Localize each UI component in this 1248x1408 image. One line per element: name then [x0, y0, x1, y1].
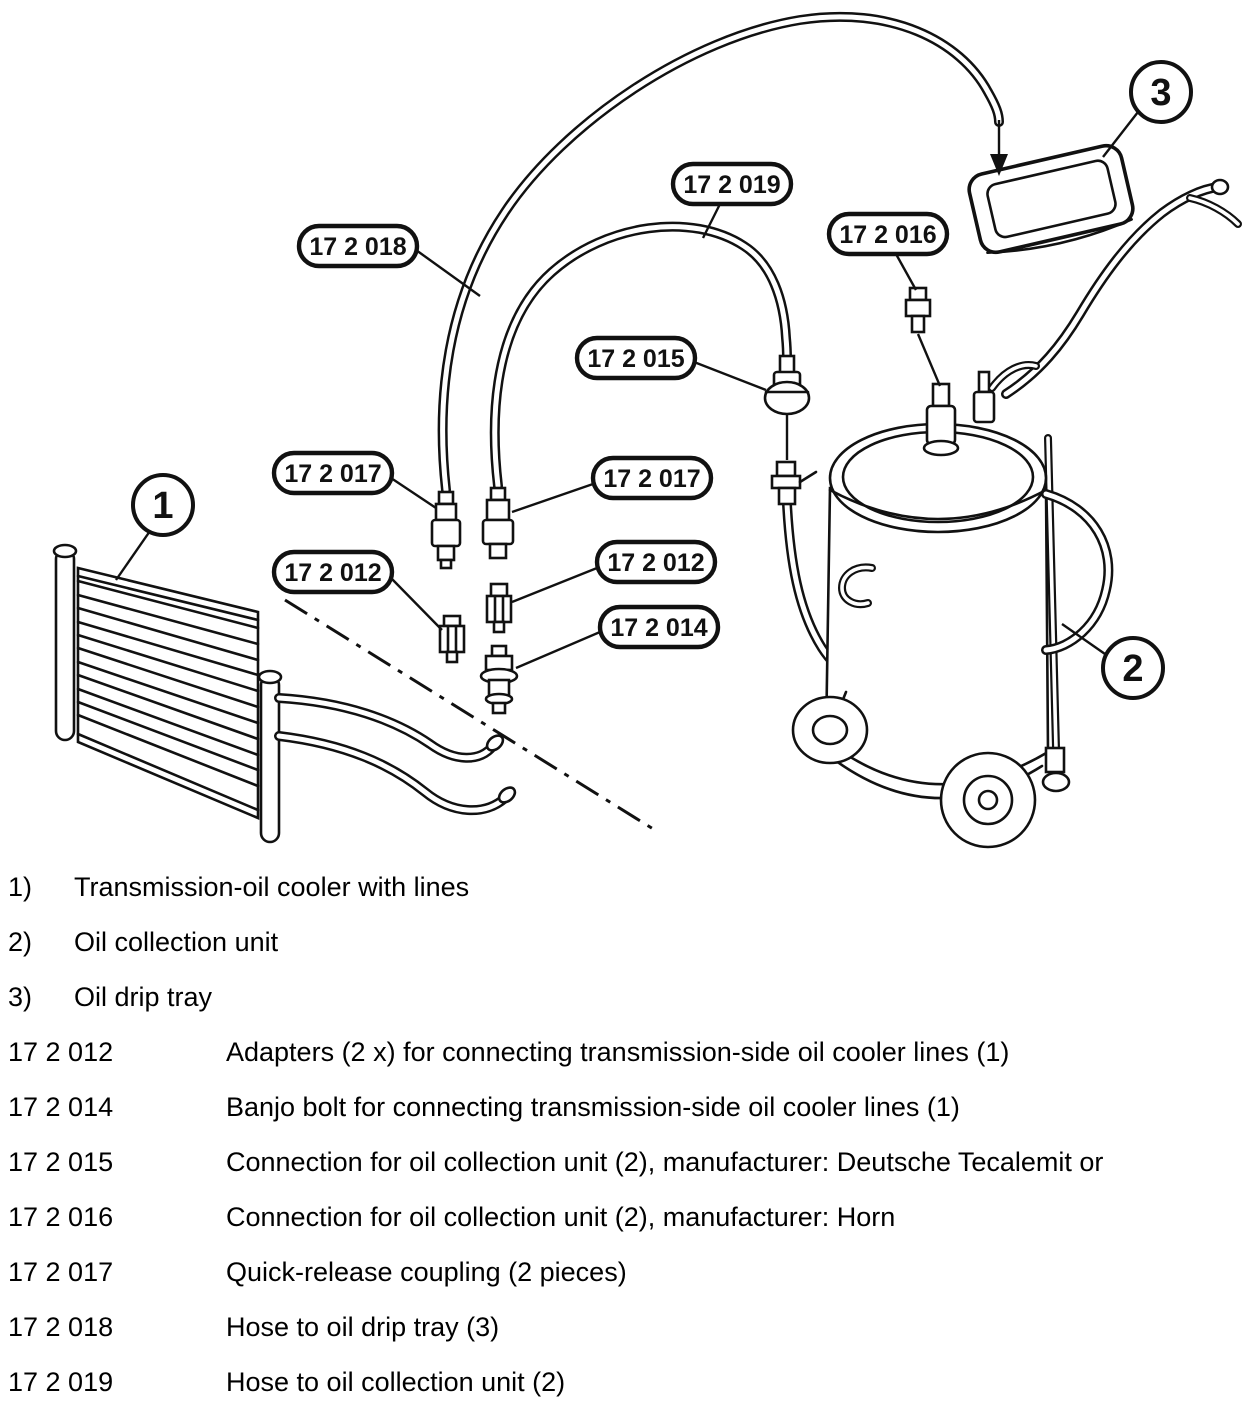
callout-17-2-016: 17 2 016 — [826, 211, 950, 257]
banjo-bolt-014 — [479, 644, 519, 715]
oil-collection-unit — [791, 361, 1114, 849]
callout-label: 17 2 019 — [683, 171, 780, 199]
callout-label: 17 2 015 — [587, 345, 684, 373]
part-code: 17 2 012 — [8, 1037, 114, 1067]
callout-label: 17 2 018 — [309, 233, 406, 261]
part-code: 17 2 018 — [8, 1312, 114, 1342]
part-description: Connection for oil collection unit (2), … — [226, 1202, 896, 1232]
callout-pill — [826, 211, 950, 257]
part-description: Hose to oil collection unit (2) — [226, 1367, 566, 1397]
connection-015 — [763, 354, 818, 506]
part-description: Quick-release coupling (2 pieces) — [226, 1257, 627, 1287]
marker-circle — [1101, 636, 1165, 700]
parts-diagram: 17 2 018 17 2 019 17 2 016 17 2 015 17 2… — [52, 11, 1242, 849]
legend-part-172017: 17 2 017 Quick-release coupling (2 piece… — [8, 1257, 1244, 1287]
callout-17-2-017-left: 17 2 017 — [271, 450, 395, 496]
legend-part-172015: 17 2 015 Connection for oil collection u… — [8, 1147, 1244, 1177]
part-code: 17 2 014 — [8, 1092, 114, 1122]
callout-pill — [670, 161, 794, 207]
callout-17-2-015: 17 2 015 — [574, 335, 698, 381]
part-description: Hose to oil drip tray (3) — [226, 1312, 500, 1342]
marker-label: 1 — [152, 485, 173, 527]
callout-pill — [594, 539, 718, 585]
oil-drip-tray — [967, 143, 1135, 255]
adapter-012-left — [438, 614, 466, 664]
callout-pill — [574, 335, 698, 381]
part-code: 17 2 016 — [8, 1202, 114, 1232]
legend-part-172014: 17 2 014 Banjo bolt for connecting trans… — [8, 1092, 1244, 1122]
part-code: 17 2 017 — [8, 1257, 114, 1287]
legend-part-172019: 17 2 019 Hose to oil collection unit (2) — [8, 1367, 1244, 1397]
callout-label: 17 2 017 — [603, 465, 700, 493]
legend-item-text: Oil collection unit — [74, 927, 279, 957]
callout-17-2-012-right: 17 2 012 — [594, 539, 718, 585]
marker-label: 2 — [1122, 648, 1143, 690]
callout-17-2-018: 17 2 018 — [296, 223, 420, 269]
legend-part-172018: 17 2 018 Hose to oil drip tray (3) — [8, 1312, 1244, 1342]
hose-to-drip-tray — [437, 11, 1004, 495]
adapter-012-right — [485, 582, 513, 634]
callout-pill — [296, 223, 420, 269]
callout-pill — [271, 450, 395, 496]
callout-pill — [271, 549, 395, 595]
legend-item-number: 3) — [8, 982, 33, 1012]
legend-item-3: 3) Oil drip tray — [8, 982, 1244, 1012]
callout-label: 17 2 012 — [607, 549, 704, 577]
coupling-017-left — [430, 490, 462, 570]
callout-label: 17 2 016 — [839, 221, 936, 249]
legend-item-number: 2) — [8, 927, 33, 957]
callout-17-2-014: 17 2 014 — [597, 604, 721, 650]
marker-2: 2 — [1101, 636, 1165, 700]
callout-pill — [597, 604, 721, 650]
part-description: Connection for oil collection unit (2), … — [226, 1147, 1104, 1177]
callout-17-2-012-left: 17 2 012 — [271, 549, 395, 595]
legend-item-number: 1) — [8, 872, 33, 902]
legend: 1) Transmission-oil cooler with lines 2)… — [0, 858, 1248, 1397]
marker-1: 1 — [131, 473, 195, 537]
callout-label: 17 2 012 — [284, 559, 381, 587]
cooler-lines — [274, 693, 517, 815]
legend-item-1: 1) Transmission-oil cooler with lines — [8, 872, 1244, 902]
transmission-oil-cooler — [52, 543, 283, 844]
center-line — [284, 598, 659, 834]
legend-item-text: Oil drip tray — [74, 982, 213, 1012]
marker-circle — [1129, 60, 1193, 124]
legend-item-text: Transmission-oil cooler with lines — [74, 872, 470, 902]
callout-pill — [590, 455, 714, 501]
legend-part-172016: 17 2 016 Connection for oil collection u… — [8, 1202, 1244, 1232]
callout-17-2-017-right: 17 2 017 — [590, 455, 714, 501]
connection-016 — [904, 286, 942, 387]
callout-label: 17 2 014 — [610, 614, 707, 642]
marker-3: 3 — [1129, 60, 1193, 124]
legend-part-172012: 17 2 012 Adapters (2 x) for connecting t… — [8, 1037, 1244, 1067]
cart-handle — [1001, 178, 1242, 399]
coupling-017-right — [481, 486, 515, 560]
part-code: 17 2 019 — [8, 1367, 114, 1397]
callout-label: 17 2 017 — [284, 460, 381, 488]
leader-lines — [115, 111, 1139, 670]
parts-diagram-svg: 17 2 018 17 2 019 17 2 016 17 2 015 17 2… — [52, 11, 1242, 849]
part-description: Banjo bolt for connecting transmission-s… — [226, 1092, 960, 1122]
flow-arrow — [990, 120, 1008, 176]
part-description: Adapters (2 x) for connecting transmissi… — [226, 1037, 1010, 1067]
callout-17-2-019: 17 2 019 — [670, 161, 794, 207]
legend-item-2: 2) Oil collection unit — [8, 927, 1244, 957]
marker-circle — [131, 473, 195, 537]
marker-label: 3 — [1150, 72, 1171, 114]
part-code: 17 2 015 — [8, 1147, 114, 1177]
